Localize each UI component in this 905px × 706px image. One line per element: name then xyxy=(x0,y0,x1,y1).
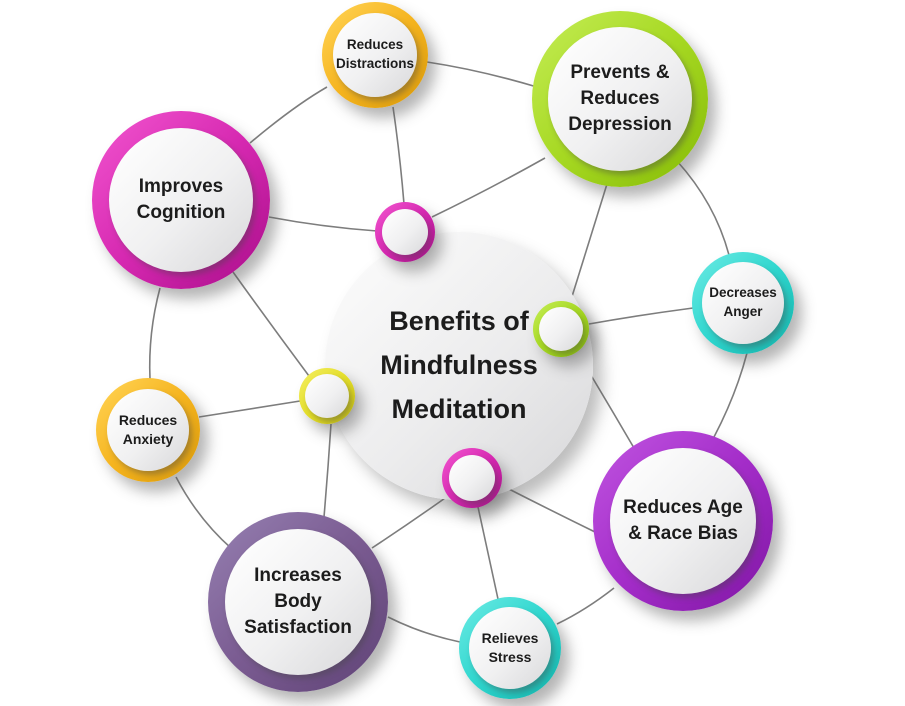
hub-hub-bottom xyxy=(442,448,502,508)
hub-hub-right-inner xyxy=(539,307,583,351)
edge-relieves-stress-to-increases-body xyxy=(387,616,461,643)
edge-improves-cognition-to-hub-left xyxy=(232,271,310,377)
edge-improves-cognition-to-reduces-distractions xyxy=(249,86,328,144)
edge-hub-left-to-increases-body xyxy=(323,423,332,518)
edge-prevents-depression-to-hub-right xyxy=(569,183,608,304)
edge-improves-cognition-to-hub-top xyxy=(268,216,378,232)
edge-relieves-stress-to-reduces-age-race xyxy=(556,587,615,625)
edge-hub-bottom-to-increases-body xyxy=(371,495,449,549)
edge-reduces-distractions-to-prevents-depression xyxy=(426,61,538,88)
edge-reduces-distractions-to-hub-top xyxy=(392,106,405,205)
edge-reduces-anxiety-to-increases-body xyxy=(175,476,233,550)
edge-reduces-anxiety-to-hub-left xyxy=(198,400,301,418)
hub-hub-bottom-inner xyxy=(449,455,495,501)
bubble-reduces-age-race-label: Reduces Age& Race Bias xyxy=(623,496,743,544)
bubble-reduces-age-race-inner: Reduces Age& Race Bias xyxy=(610,448,756,594)
hub-hub-left xyxy=(299,368,355,424)
edge-decreases-anger-to-reduces-age-race xyxy=(713,352,748,438)
edge-improves-cognition-to-reduces-anxiety xyxy=(148,287,161,380)
hub-hub-top-inner xyxy=(382,209,428,255)
hub-hub-left-inner xyxy=(305,374,349,418)
edge-hub-bottom-to-relieves-stress xyxy=(477,506,499,600)
edge-hub-top-to-prevents-depression xyxy=(431,157,546,218)
hub-hub-right xyxy=(533,301,589,357)
edge-prevents-depression-to-decreases-anger xyxy=(676,160,730,256)
edge-hub-bottom-to-reduces-age-race xyxy=(500,484,596,533)
edge-hub-right-to-decreases-anger xyxy=(588,307,694,325)
bubble-reduces-age-race: Reduces Age& Race Bias xyxy=(593,431,773,611)
hub-hub-top xyxy=(375,202,435,262)
